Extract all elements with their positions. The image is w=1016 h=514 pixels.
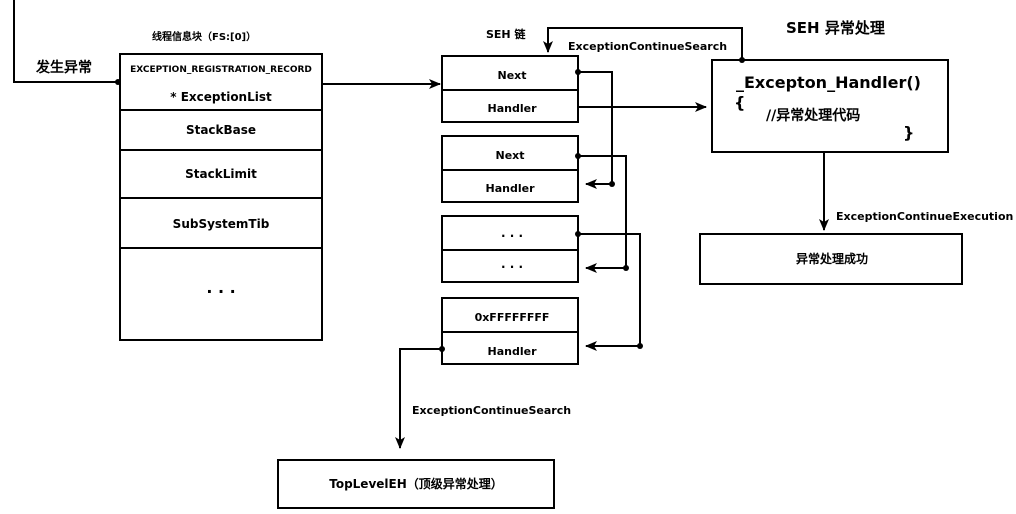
seh-node-3-bottom: · · ·: [501, 260, 523, 274]
exception-occurs-label: 发生异常: [35, 59, 92, 76]
stack-limit-field: StackLimit: [185, 167, 257, 181]
seh-node-1-next: Next: [497, 69, 526, 82]
tib-ellipsis: · · ·: [206, 282, 235, 301]
seh-node-2-next: Next: [495, 149, 524, 162]
record-header: EXCEPTION_REGISTRATION_RECORD: [130, 65, 312, 75]
seh-chain-title: SEH 链: [486, 27, 526, 41]
exception-list-field: * ExceptionList: [170, 90, 272, 104]
success-box: [699, 233, 963, 285]
top-level-path: ExceptionContinueSearch TopLevelEH（顶级异常处…: [277, 346, 571, 509]
subsystem-tib-field: SubSystemTib: [173, 217, 270, 231]
continue-search-bottom-arrow: [395, 348, 442, 449]
seh-node-1-handler: Handler: [488, 102, 538, 115]
handler-signature: _Excepton_Handler(): [736, 73, 921, 92]
handler-function-box: [711, 59, 949, 153]
stack-base-field: StackBase: [186, 123, 256, 137]
entry-line: [13, 0, 118, 83]
seh-handling: SEH 异常处理 _Excepton_Handler() { //异常处理代码 …: [543, 19, 1013, 285]
tib-title: 线程信息块（FS:[0]）: [152, 30, 256, 43]
seh-node-4-handler: Handler: [488, 345, 538, 358]
next-link-1: [578, 71, 613, 189]
seh-chain: SEH 链 Next Handler Next Handler · · · · …: [441, 27, 643, 365]
continue-search-loop: [543, 27, 743, 60]
seh-handling-title: SEH 异常处理: [786, 19, 885, 37]
seh-node-3-top: · · ·: [501, 229, 523, 243]
exception-entry: 发生异常: [13, 0, 121, 85]
success-label: 异常处理成功: [796, 251, 868, 266]
toplevel-label: TopLevelEH（顶级异常处理）: [329, 476, 503, 491]
handler-open-brace: {: [734, 93, 745, 112]
continue-search-bottom-label: ExceptionContinueSearch: [412, 404, 571, 417]
handler-close-brace: }: [903, 123, 914, 142]
next-link-3: [578, 233, 641, 351]
seh-node-4-terminator: 0xFFFFFFFF: [475, 311, 550, 324]
next-link-2: [578, 155, 627, 273]
thread-info-block: 线程信息块（FS:[0]） EXCEPTION_REGISTRATION_REC…: [119, 30, 323, 341]
continue-search-top-label: ExceptionContinueSearch: [568, 40, 727, 53]
continue-execution-label: ExceptionContinueExecution: [836, 210, 1013, 223]
seh-node-2-handler: Handler: [486, 182, 536, 195]
toplevel-box: [277, 459, 555, 509]
handler-body: //异常处理代码: [766, 107, 860, 124]
